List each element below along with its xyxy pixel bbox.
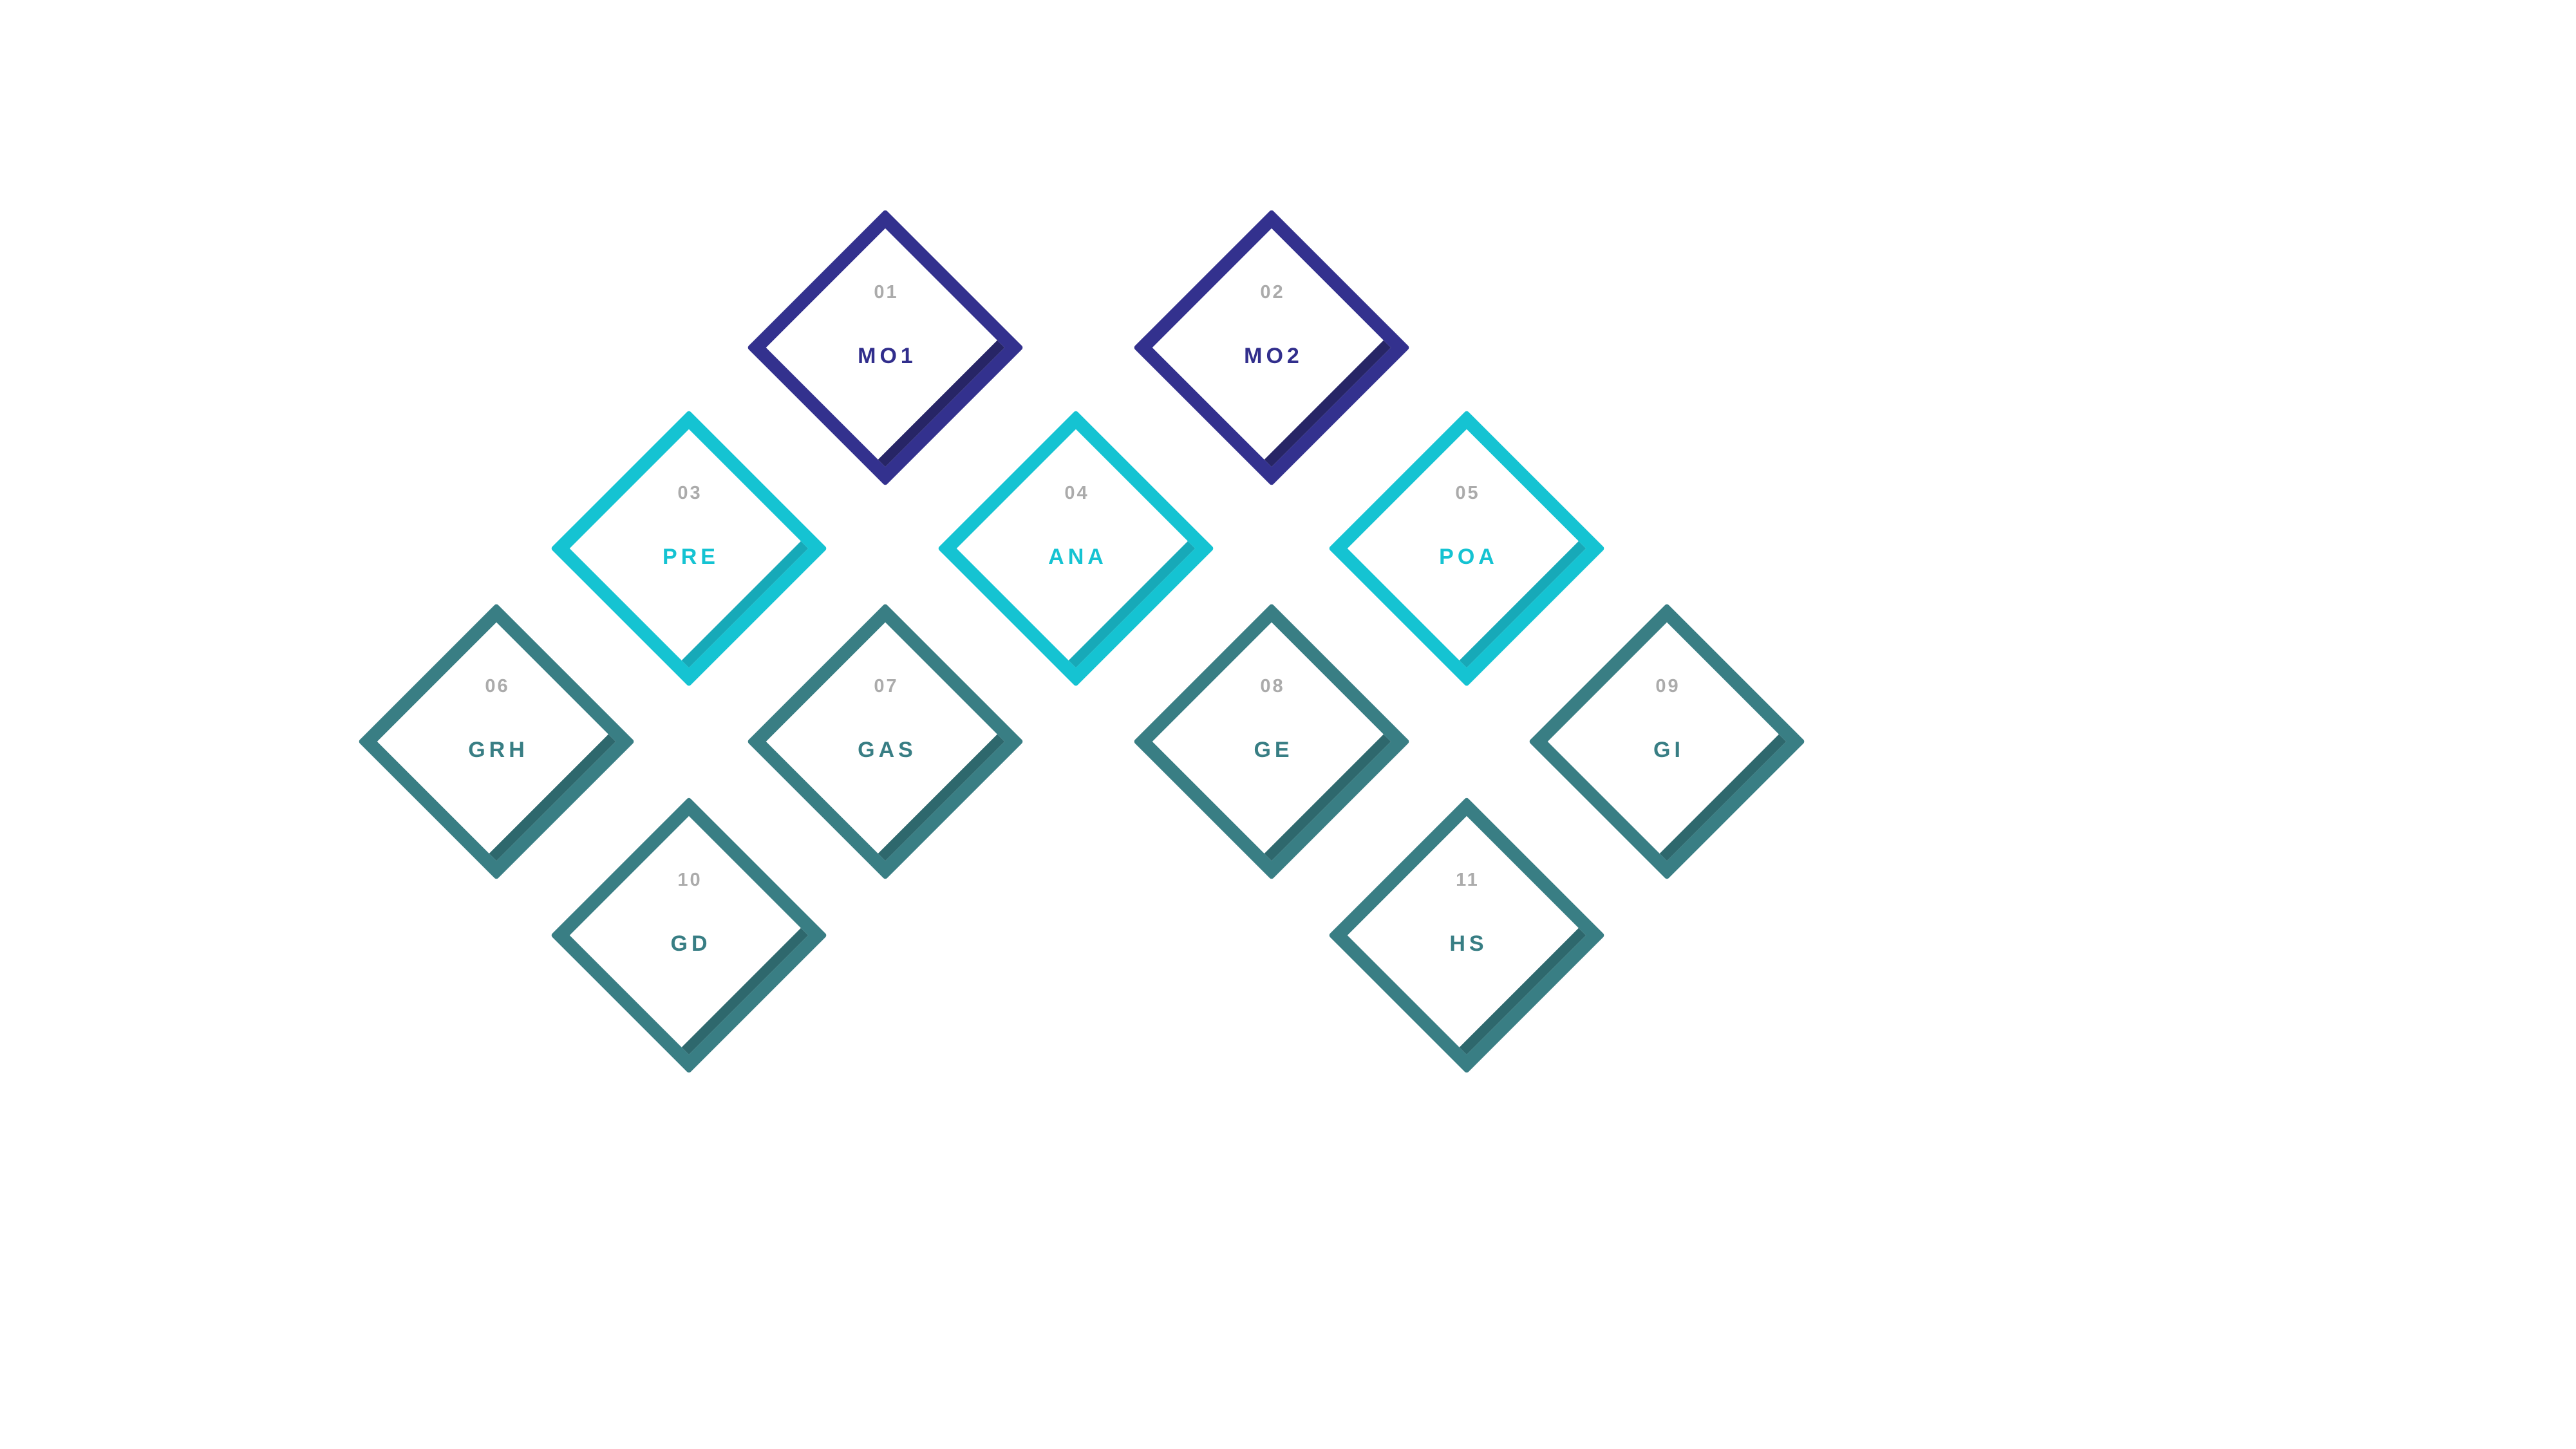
diamond-node-hs: 11 HS — [1328, 797, 1605, 1074]
diamond-shape — [550, 797, 827, 1074]
diamond-node-gd: 10 GD — [550, 797, 827, 1074]
diamond-shape — [1328, 797, 1605, 1074]
